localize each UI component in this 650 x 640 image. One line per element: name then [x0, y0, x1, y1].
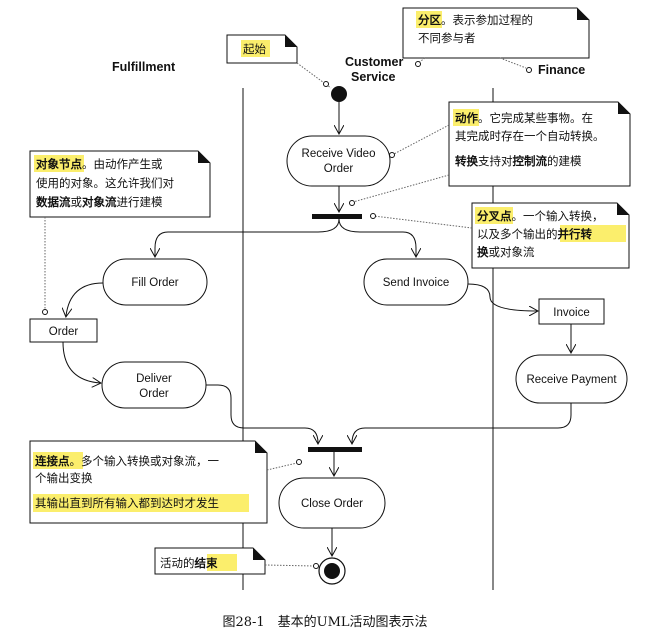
note-fork-line1: 分叉点。一个输入转换， — [477, 209, 604, 223]
flow-fork-to-send-invoice — [338, 218, 416, 256]
action-send-invoice — [363, 258, 469, 306]
note-fork-anchor — [370, 213, 376, 219]
action-receive-video-order — [286, 135, 391, 187]
note-start-anchor — [323, 81, 329, 87]
action-close-order-label: Close Order — [301, 498, 363, 510]
note-object-node-fold — [198, 151, 210, 163]
note-partition-connector-fin — [499, 57, 527, 69]
note-fork-line2: 以及多个输出的并行转 — [477, 227, 592, 241]
note-join-fold — [255, 441, 267, 453]
note-start-text: 起始 — [243, 42, 266, 56]
note-start-highlight — [241, 40, 270, 57]
note-object-node-highlight — [34, 155, 84, 172]
note-fork-highlight-2 — [560, 225, 626, 242]
note-end-text: 活动的结束 — [160, 556, 218, 570]
action-send-invoice-label: Send Invoice — [383, 277, 450, 289]
object-invoice-label: Invoice — [553, 307, 589, 319]
note-object-node-line2: 使用的对象。这允许我们对 — [36, 176, 174, 190]
note-partition-fold — [577, 8, 589, 20]
note-action-line1: 动作。它完成某些事物。在 — [455, 111, 593, 125]
note-join-highlight-1 — [33, 452, 83, 469]
swimlane-finance-label: Finance — [538, 63, 585, 77]
note-join-highlight-2 — [33, 494, 249, 512]
note-join-line2: 个输出变换 — [35, 471, 93, 485]
final-node-inner — [324, 563, 340, 579]
action-deliver-order-label-1: Deliver — [136, 373, 172, 385]
note-start-fold — [285, 35, 297, 47]
fork-bar — [312, 214, 362, 219]
note-action — [448, 101, 631, 187]
note-end-fold — [253, 548, 265, 560]
note-join-line3: 其输出直到所有输入都到达时才发生 — [35, 496, 219, 510]
note-join-connector — [266, 462, 298, 471]
note-end-highlight — [207, 554, 237, 571]
note-join-line1: 连接点。多个输入转换或对象流，一 — [35, 454, 219, 468]
flow-receive-payment-to-join — [352, 403, 572, 443]
note-partition-anchor-cs — [415, 61, 421, 67]
action-deliver-order-label-2: Order — [139, 388, 169, 400]
action-fill-order-label: Fill Order — [131, 277, 178, 289]
note-partition-anchor-fin — [526, 67, 532, 73]
note-object-node-line1: 对象节点。由动作产生或 — [36, 157, 163, 171]
swimlane-customer-service-label-1: Customer — [345, 55, 403, 69]
swimlane-fulfillment-label: Fulfillment — [112, 60, 176, 74]
action-receive-payment-label: Receive Payment — [526, 374, 617, 386]
note-partition-line1: 分区。表示参加过程的 — [418, 13, 533, 27]
note-partition-highlight — [416, 11, 442, 28]
note-fork-fold — [617, 203, 629, 215]
object-invoice — [538, 298, 605, 325]
note-join-anchor — [296, 459, 302, 465]
note-end-anchor — [313, 563, 319, 569]
note-partition-line2: 不同参与者 — [418, 31, 476, 45]
object-order-label: Order — [49, 326, 79, 338]
action-fill-order — [102, 258, 208, 306]
flow-order-to-deliver — [62, 341, 100, 383]
note-action-line3: 转换支持对控制流的建模 — [455, 154, 582, 168]
flow-deliver-to-join — [206, 384, 318, 443]
note-action-connector-1 — [391, 124, 450, 156]
figure-caption: 图28-1 基本的UML活动图表示法 — [222, 614, 427, 630]
note-object-node-anchor — [42, 309, 48, 315]
note-action-anchor-2 — [349, 200, 355, 206]
note-end-connector — [264, 564, 315, 567]
join-bar — [308, 447, 362, 452]
action-deliver-order — [101, 361, 207, 409]
swimlane-customer-service-label-2: Service — [351, 70, 396, 84]
note-fork-highlight-1 — [475, 207, 513, 224]
note-action-line2: 其完成时存在一个自动转换。 — [455, 129, 605, 143]
note-action-highlight — [453, 109, 479, 126]
initial-node — [331, 86, 347, 102]
note-partition — [402, 7, 590, 59]
note-fork-connector — [373, 215, 473, 229]
note-action-fold — [618, 102, 630, 114]
action-receive-video-order-label-2: Order — [324, 163, 354, 175]
note-fork-line3: 换或对象流 — [477, 245, 535, 259]
flow-fork-to-fill-order — [155, 218, 340, 256]
note-object-node-line3: 数据流或对象流进行建模 — [36, 195, 163, 209]
note-start-connector — [296, 62, 332, 89]
flow-send-invoice-to-invoice — [467, 283, 537, 311]
flow-fill-order-to-order — [66, 282, 104, 316]
action-receive-video-order-label-1: Receive Video — [302, 148, 376, 160]
note-action-anchor-1 — [389, 152, 395, 158]
